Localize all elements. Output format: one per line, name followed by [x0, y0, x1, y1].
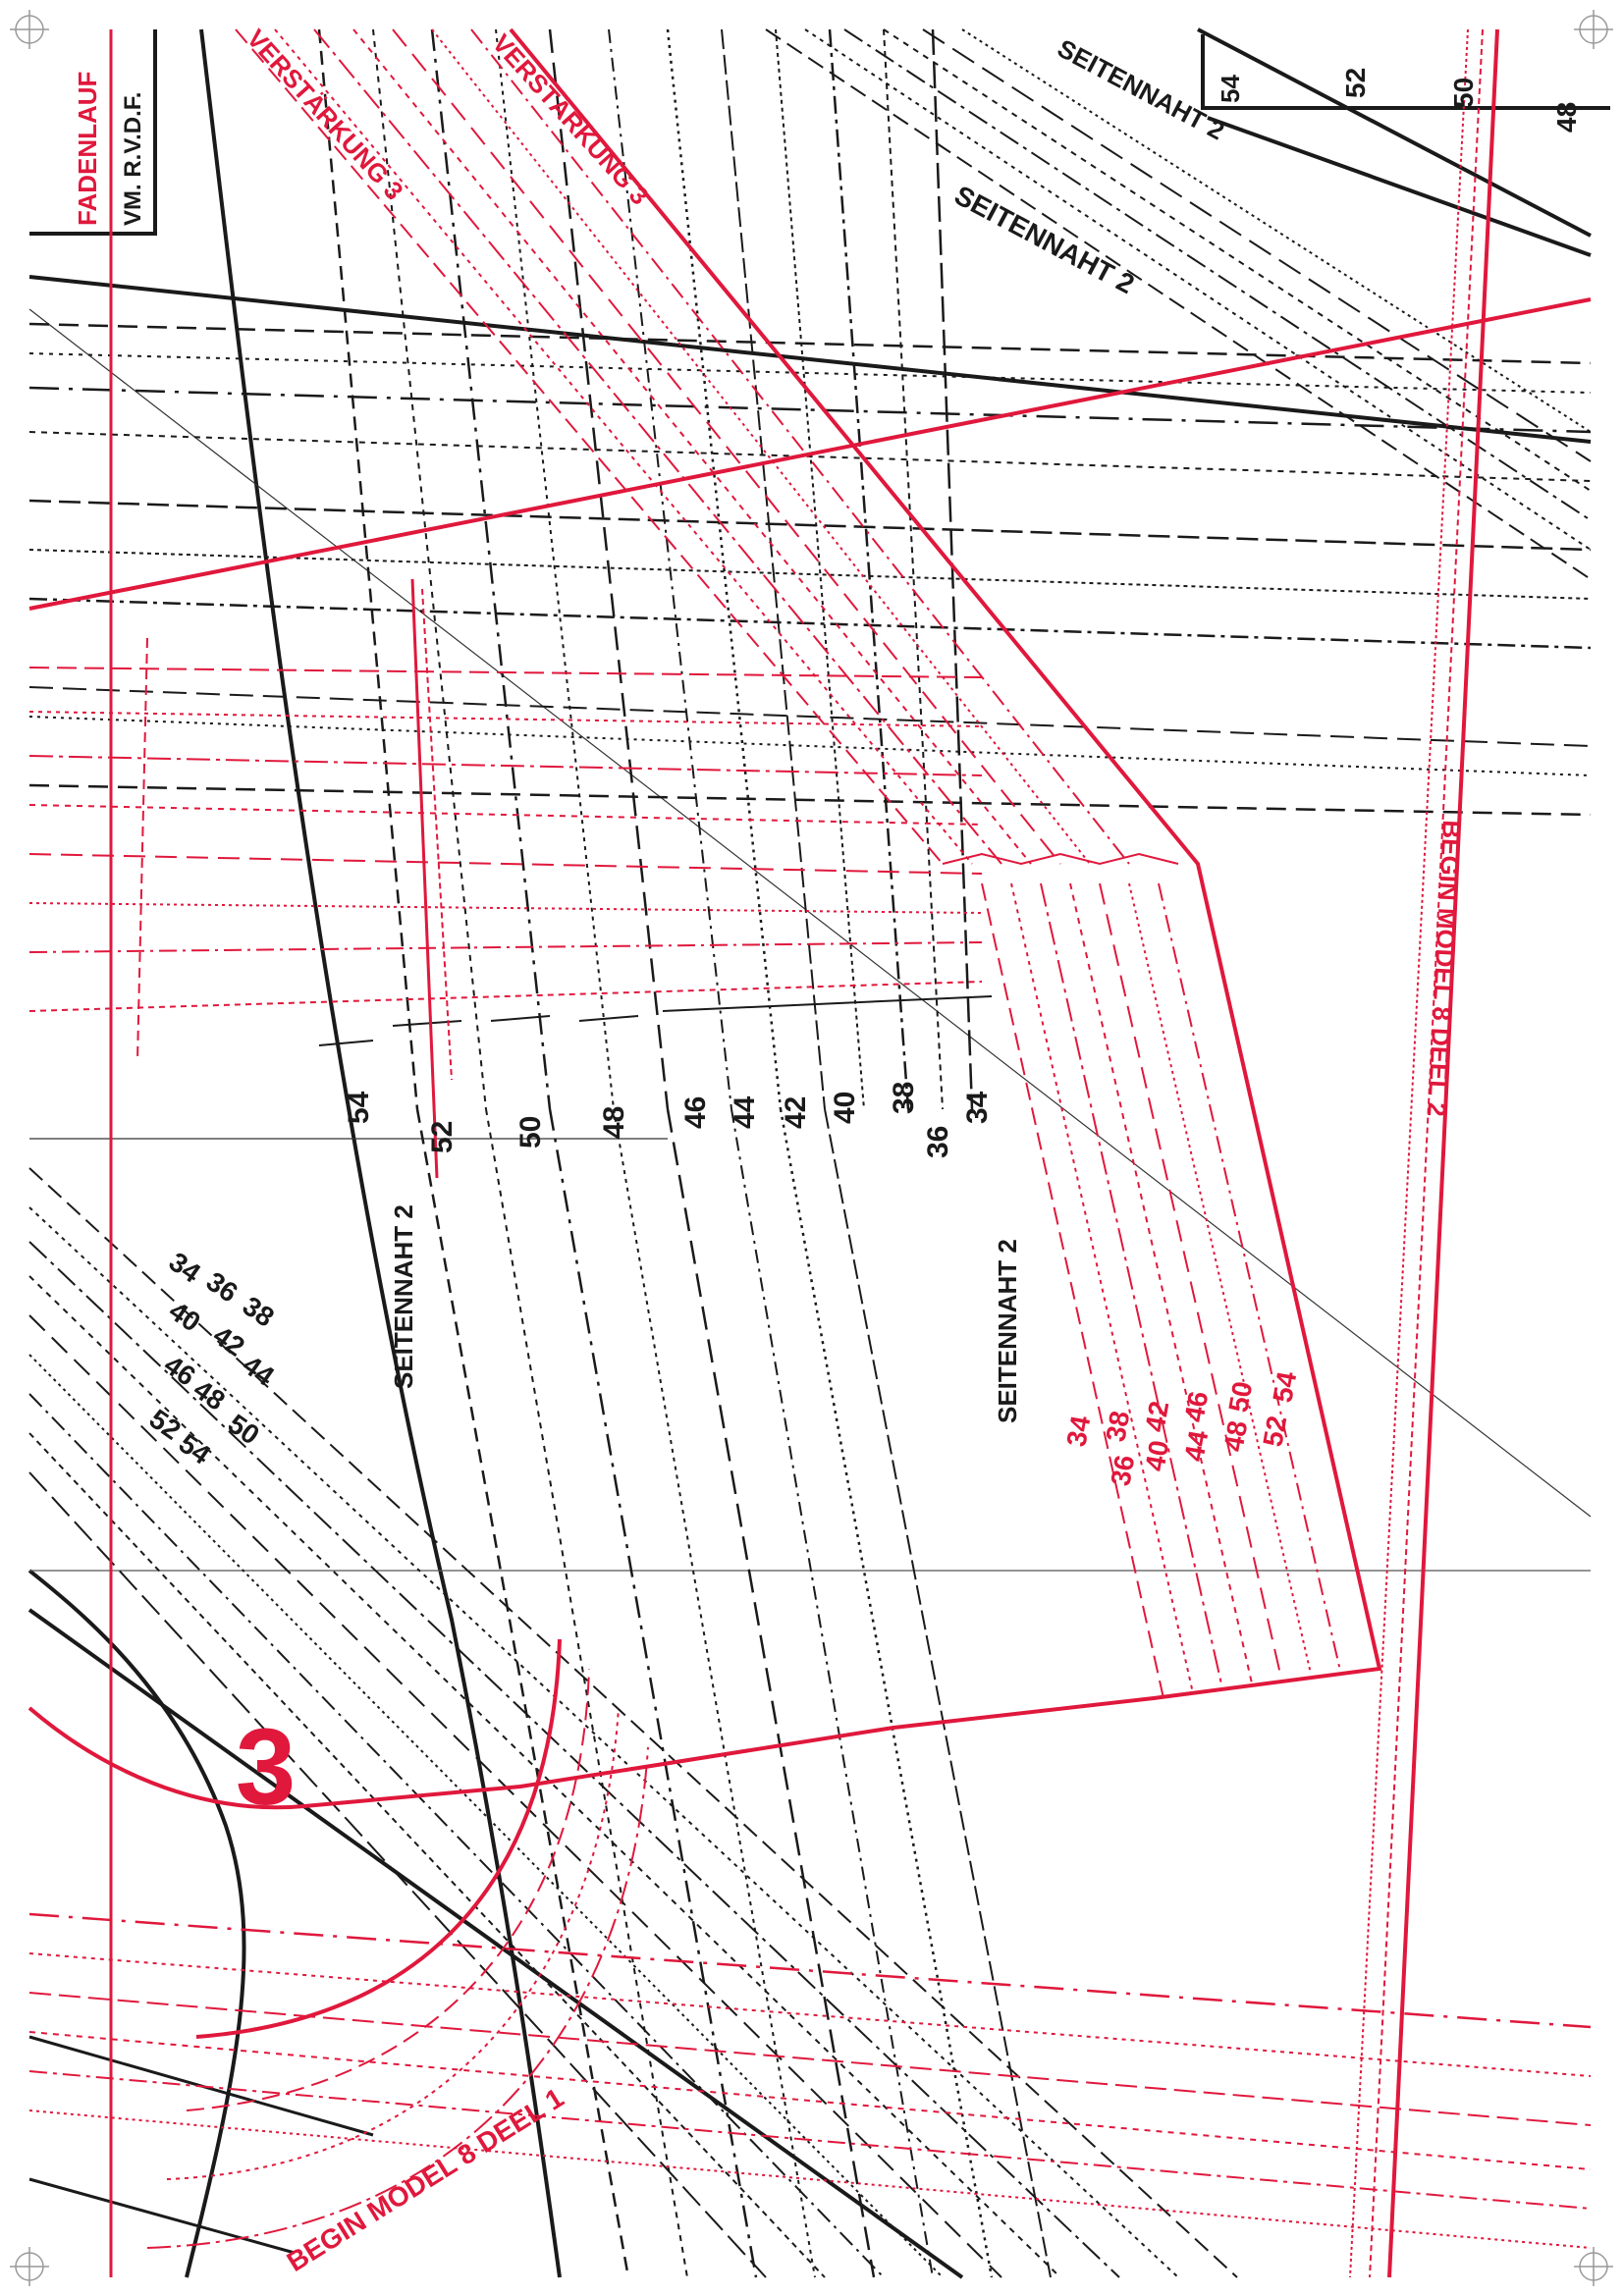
red-size-labels: 54 52 50 48 46 44 42 40 38 36 34: [1060, 1369, 1302, 1488]
center-size-44: 44: [729, 1095, 761, 1129]
center-size-38: 38: [888, 1082, 920, 1114]
piece-number: 3: [236, 1707, 296, 1828]
black-linework: [27, 27, 1610, 2279]
vm-rv-label: VM. R.V.D.F.: [120, 92, 146, 226]
seitennaht-diag-label: SEITENNAHT 2: [949, 180, 1139, 299]
left-size-42: 42: [208, 1320, 250, 1362]
red-size-46: 46: [1178, 1389, 1214, 1424]
left-size-48: 48: [189, 1374, 231, 1416]
left-size-54: 54: [174, 1428, 217, 1471]
left-size-labels: 34 36 38 40 42 44 46 48 50 52 54: [144, 1247, 281, 1471]
verstaerkung-right-label: VERSTÄRKUNG 3: [487, 28, 655, 210]
center-size-46: 46: [679, 1096, 712, 1129]
size-54-top: 54: [1216, 75, 1245, 103]
center-size-52: 52: [426, 1121, 459, 1153]
red-size-40: 40: [1139, 1438, 1174, 1473]
crop-marks: [10, 10, 1613, 2286]
red-size-34: 34: [1060, 1414, 1096, 1449]
center-size-50: 50: [514, 1116, 547, 1148]
beleg-label: BEGIN MODEL 8 DEEL 2: [1422, 820, 1467, 1118]
bottom-red-label: BEGIN MODEL 8 DEEL 1: [282, 2082, 569, 2277]
left-size-34: 34: [164, 1247, 207, 1290]
red-size-54: 54: [1267, 1369, 1302, 1405]
center-size-48: 48: [598, 1106, 630, 1139]
left-size-52: 52: [144, 1404, 187, 1446]
red-size-52: 52: [1257, 1414, 1292, 1449]
center-size-36: 36: [922, 1126, 954, 1158]
red-size-44: 44: [1178, 1428, 1214, 1464]
center-size-34: 34: [961, 1091, 994, 1124]
red-size-48: 48: [1217, 1418, 1253, 1454]
left-size-36: 36: [201, 1266, 243, 1308]
left-size-46: 46: [159, 1350, 201, 1392]
red-size-38: 38: [1100, 1409, 1135, 1444]
red-size-42: 42: [1139, 1399, 1174, 1434]
center-size-40: 40: [829, 1092, 861, 1124]
fadenlauf-label: FADENLAUF: [73, 72, 102, 226]
left-size-40: 40: [164, 1296, 206, 1338]
size-52-top: 52: [1340, 68, 1371, 98]
seitennaht-right-label: SEITENNAHT 2: [993, 1239, 1022, 1423]
center-size-54: 54: [343, 1091, 375, 1124]
center-size-42: 42: [780, 1096, 812, 1129]
size-48-top: 48: [1551, 102, 1582, 133]
size-50-top: 50: [1448, 78, 1479, 108]
red-size-36: 36: [1105, 1453, 1140, 1488]
seitennaht-left-label: SEITENNAHT 2: [389, 1204, 418, 1389]
red-linework: [27, 27, 1592, 2278]
left-size-44: 44: [238, 1350, 281, 1393]
center-size-labels: 54 52 50 48 46 44 42 40 38 36 34: [343, 1082, 994, 1158]
left-size-38: 38: [238, 1291, 280, 1333]
left-size-50: 50: [223, 1409, 265, 1451]
red-size-50: 50: [1222, 1379, 1258, 1415]
